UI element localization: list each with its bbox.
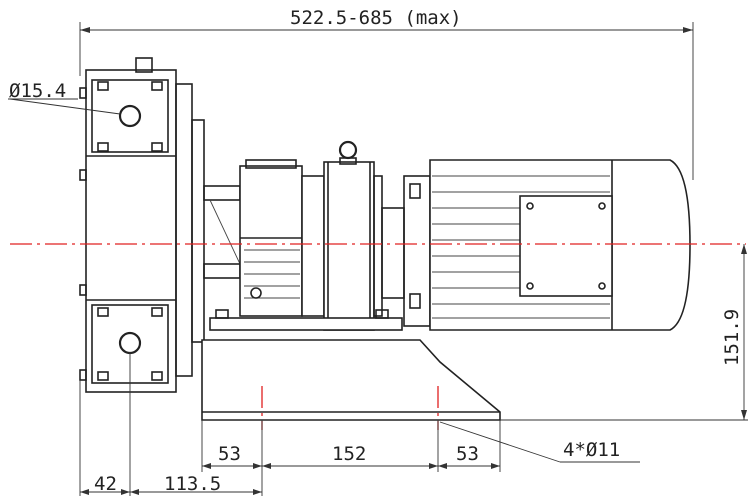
base-dimensions: 53 152 53: [201, 420, 501, 496]
center-height-label: 151.9: [721, 309, 743, 366]
shaft-coupling: [203, 185, 241, 279]
port-diameter-label: Ø15.4: [9, 80, 66, 102]
port-diameter-callout: Ø15.4: [8, 80, 121, 115]
pump-head: [79, 57, 205, 393]
base-right-label: 53: [456, 443, 479, 465]
port-to-hole-label: 113.5: [164, 473, 221, 495]
gearbox: [239, 140, 431, 331]
base-center-label: 152: [332, 443, 366, 465]
port-offset-dimensions: 42 113.5: [79, 352, 262, 496]
mount-hole-label: 4*Ø11: [563, 439, 620, 461]
center-height-dimension: 151.9: [500, 244, 748, 421]
mount-hole-callout: 4*Ø11: [439, 421, 640, 463]
overall-length-label: 522.5-685 (max): [290, 7, 462, 29]
base-left-label: 53: [218, 443, 241, 465]
overall-length-dimension: 522.5-685 (max): [79, 7, 694, 180]
port-offset-label: 42: [94, 473, 117, 495]
base-frame: [201, 309, 501, 421]
electric-motor: [429, 159, 691, 331]
